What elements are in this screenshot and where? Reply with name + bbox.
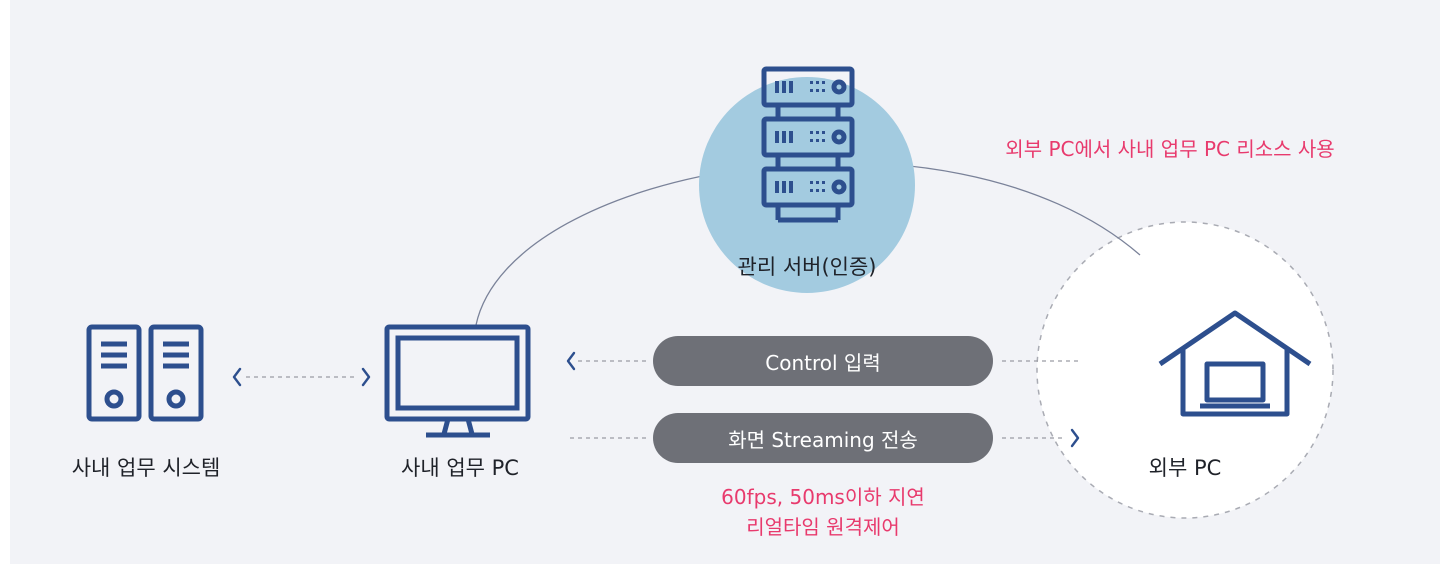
screen-streaming-pill: 화면 Streaming 전송 — [653, 413, 993, 463]
server-rack-icon — [761, 66, 855, 223]
external-pc-label: 외부 PC — [1148, 456, 1222, 480]
tower-pc-icon — [86, 324, 204, 422]
control-input-label: Control 입력 — [765, 350, 881, 375]
internal-pc-label: 사내 업무 PC — [401, 456, 519, 480]
latency-annotation-line1: 60fps, 50ms이하 지연 — [721, 485, 925, 509]
resource-use-annotation: 외부 PC에서 사내 업무 PC 리소스 사용 — [1005, 137, 1335, 161]
control-input-pill: Control 입력 — [653, 336, 993, 386]
diagram-canvas: Control 입력 화면 Streaming 전송 관리 서버(인증) 사내 … — [10, 0, 1440, 564]
server-label: 관리 서버(인증) — [737, 255, 877, 279]
system-link-left-arrow — [232, 367, 242, 387]
server-circle — [699, 77, 915, 293]
screen-streaming-label: 화면 Streaming 전송 — [728, 427, 918, 452]
control-flow-arrow — [566, 351, 576, 371]
system-link-right-arrow — [361, 367, 371, 387]
monitor-icon — [384, 324, 531, 438]
house-laptop-icon — [1158, 310, 1312, 417]
streaming-flow-arrow — [1070, 428, 1080, 448]
latency-annotation-line2: 리얼타임 원격제어 — [746, 515, 900, 539]
internal-system-label: 사내 업무 시스템 — [71, 456, 221, 480]
